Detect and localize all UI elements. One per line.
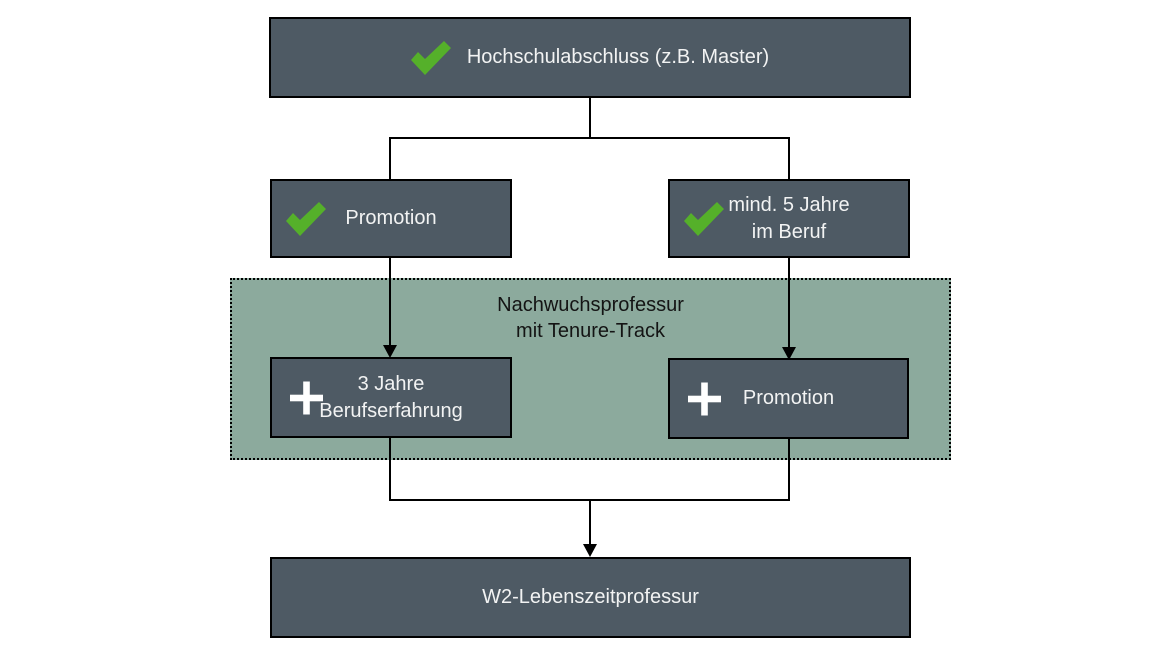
node-label: 3 Jahre Berufserfahrung bbox=[319, 371, 462, 425]
check-icon bbox=[410, 40, 451, 75]
node-label-line: mind. 5 Jahre bbox=[728, 193, 850, 216]
node-promotion: Promotion bbox=[270, 179, 512, 258]
zone-title: Nachwuchsprofessur mit Tenure-Track bbox=[232, 292, 949, 344]
arrowhead-icon bbox=[583, 544, 597, 557]
node-label-line: Berufserfahrung bbox=[319, 399, 463, 422]
node-label: Promotion bbox=[742, 387, 835, 409]
node-label: Hochschulabschluss (z.B. Master) bbox=[466, 46, 770, 68]
check-icon bbox=[286, 201, 326, 236]
zone-title-line: Nachwuchsprofessur bbox=[497, 294, 684, 316]
node-promotion-tenure: Promotion bbox=[668, 358, 909, 439]
node-hochschulabschluss: Hochschulabschluss (z.B. Master) bbox=[269, 17, 911, 98]
node-berufserfahrung: mind. 5 Jahre im Beruf bbox=[668, 179, 910, 258]
node-label-line: im Beruf bbox=[751, 220, 827, 243]
plus-icon bbox=[688, 382, 721, 415]
node-label: W2-Lebenszeitprofessur bbox=[482, 586, 699, 608]
plus-icon bbox=[290, 381, 323, 414]
node-label: mind. 5 Jahre im Beruf bbox=[728, 192, 849, 246]
node-3-jahre-berufserfahrung: 3 Jahre Berufserfahrung bbox=[270, 357, 512, 438]
node-w2-lebenszeitprofessur: W2-Lebenszeitprofessur bbox=[270, 557, 911, 638]
check-icon bbox=[684, 201, 724, 236]
node-label-line: 3 Jahre bbox=[357, 372, 425, 395]
zone-title-line: mit Tenure-Track bbox=[516, 320, 665, 342]
node-label: Promotion bbox=[345, 207, 437, 229]
